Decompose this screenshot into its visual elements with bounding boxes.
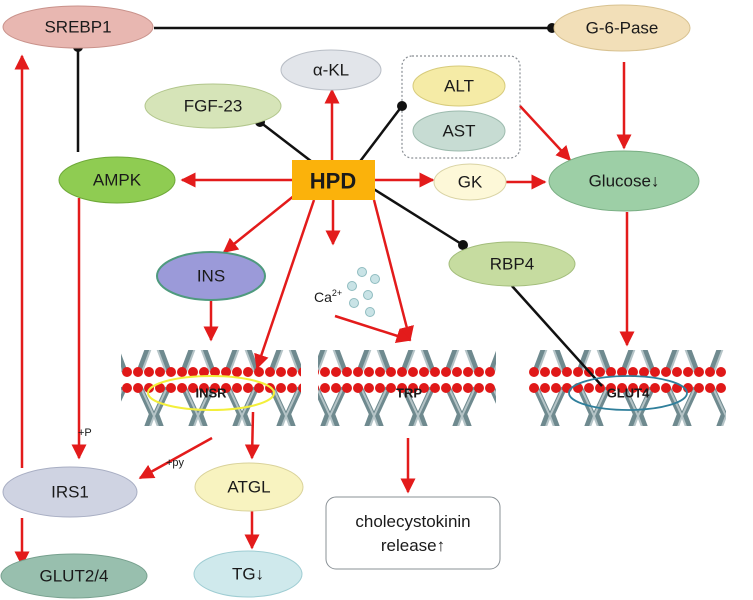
node-g6pase: G-6-Pase	[553, 4, 691, 52]
trp-channel: TRP	[396, 386, 422, 401]
cholecystokinin-release-box: cholecystokinin release↑	[325, 496, 501, 570]
node-alt: ALT	[412, 65, 506, 107]
membrane-glut4	[528, 350, 726, 426]
activation-arrows	[14, 54, 635, 567]
srebp1-label: SREBP1	[44, 18, 111, 37]
node-glucose: Glucose↓	[548, 150, 700, 212]
node-srebp1: SREBP1	[2, 5, 154, 49]
node-alpha-kl: α-KL	[280, 49, 382, 91]
glucose-label: Glucose↓	[589, 172, 660, 191]
alpha-kl-label: α-KL	[313, 61, 349, 80]
plus-py-label: +py	[166, 457, 185, 469]
release-line2: release↑	[381, 536, 445, 555]
g6pase-label: G-6-Pase	[586, 19, 659, 38]
inhibitory-links	[76, 26, 603, 387]
calcium-label: Ca2+	[314, 288, 342, 305]
ampk-label: AMPK	[93, 171, 142, 190]
irs1-label: IRS1	[51, 483, 89, 502]
node-atgl: ATGL	[194, 462, 304, 512]
plus-p-label: +P	[78, 427, 92, 439]
fgf23-label: FGF-23	[184, 97, 243, 116]
node-hpd: HPD	[292, 160, 375, 200]
tg-label: TG↓	[232, 565, 264, 584]
ast-label: AST	[442, 122, 475, 141]
node-fgf23: FGF-23	[144, 83, 282, 129]
node-irs1: IRS1	[2, 466, 138, 518]
node-gk: GK	[433, 163, 507, 201]
node-rbp4: RBP4	[448, 241, 576, 287]
glut4-transporter: GLUT4	[568, 375, 688, 411]
insr-label: INSR	[195, 386, 227, 401]
ins-label: INS	[197, 267, 225, 286]
node-ampk: AMPK	[58, 156, 176, 204]
trp-label: TRP	[396, 386, 422, 401]
rbp4-label: RBP4	[490, 255, 534, 274]
hpd-label: HPD	[310, 169, 356, 194]
node-tg: TG↓	[193, 550, 303, 598]
node-glut24: GLUT2/4	[0, 553, 148, 599]
glut24-label: GLUT2/4	[40, 567, 109, 586]
calcium-ion-cluster	[347, 267, 380, 317]
membrane-trp	[318, 350, 496, 426]
gk-label: GK	[458, 173, 483, 192]
alt-label: ALT	[444, 77, 474, 96]
node-ast: AST	[412, 110, 506, 152]
release-line1: cholecystokinin	[355, 512, 470, 531]
atgl-label: ATGL	[227, 478, 270, 497]
insr-receptor: INSR	[147, 375, 275, 411]
node-ins: INS	[156, 251, 266, 301]
glut4-label: GLUT4	[607, 386, 650, 401]
